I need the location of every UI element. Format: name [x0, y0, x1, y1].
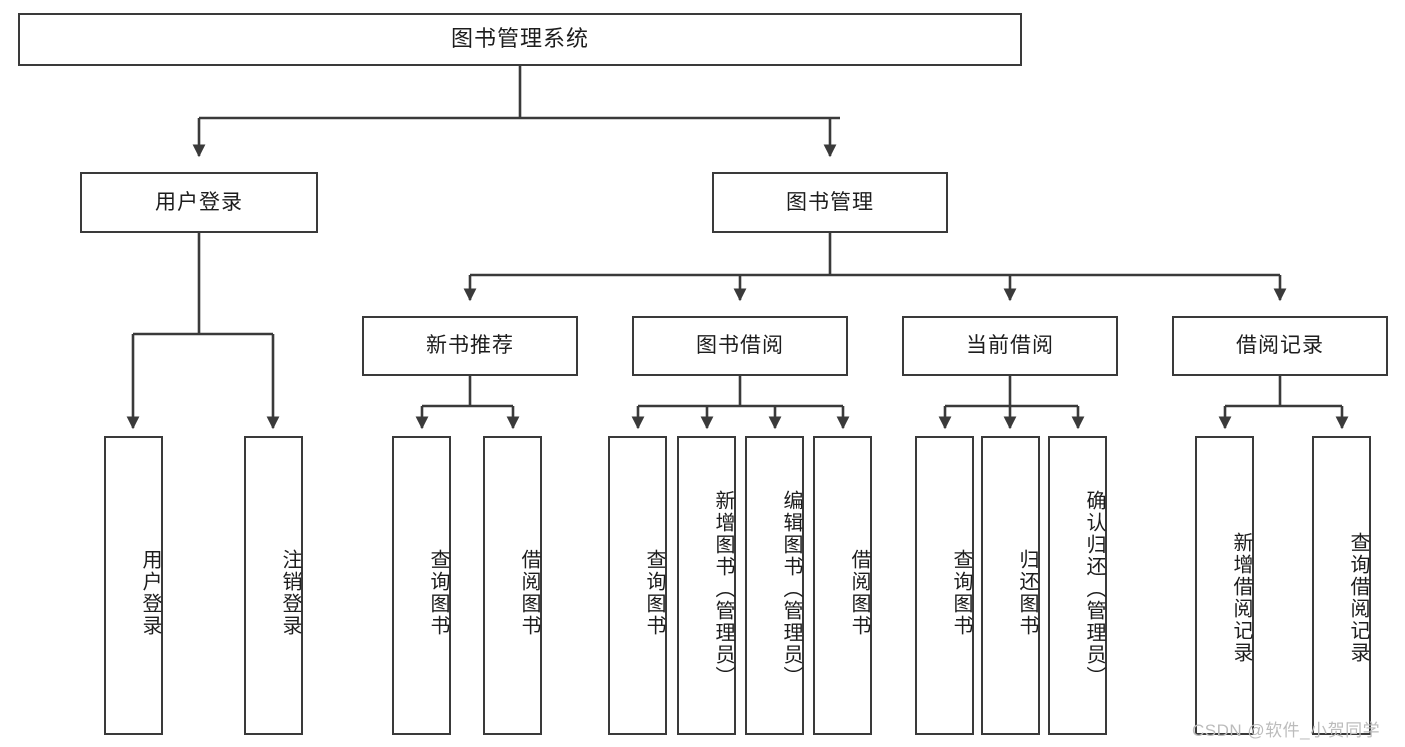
node-label: 确认归还（管理员）: [1083, 489, 1105, 688]
node-book-borrow[interactable]: 图书借阅: [632, 316, 848, 376]
node-label: 用户登录: [155, 190, 243, 214]
leaf-borrow-add-book-admin[interactable]: 新增图书（管理员）: [677, 436, 736, 735]
node-label: 图书借阅: [696, 334, 784, 358]
leaf-record-add-record[interactable]: 新增借阅记录: [1195, 436, 1254, 735]
node-label: 查询图书: [427, 548, 449, 637]
leaf-user-login-signin[interactable]: 用户登录: [104, 436, 163, 735]
node-user-login[interactable]: 用户登录: [80, 172, 318, 233]
node-current-borrow[interactable]: 当前借阅: [902, 316, 1118, 376]
leaf-recommend-query-book[interactable]: 查询图书: [392, 436, 451, 735]
node-label: 查询借阅记录: [1347, 531, 1369, 664]
node-label: 新增图书（管理员）: [712, 489, 734, 688]
node-label: 查询图书: [950, 548, 972, 637]
node-label: 编辑图书（管理员）: [780, 489, 802, 688]
leaf-borrow-edit-book-admin[interactable]: 编辑图书（管理员）: [745, 436, 804, 735]
node-label: 注销登录: [279, 548, 301, 637]
node-label: 当前借阅: [966, 334, 1054, 358]
node-label: 查询图书: [643, 548, 665, 637]
leaf-recommend-borrow-book[interactable]: 借阅图书: [483, 436, 542, 735]
leaf-borrow-borrow-book[interactable]: 借阅图书: [813, 436, 872, 735]
node-label: 用户登录: [139, 548, 161, 637]
node-label: 新书推荐: [426, 334, 514, 358]
leaf-record-query-record[interactable]: 查询借阅记录: [1312, 436, 1371, 735]
node-root-system[interactable]: 图书管理系统: [18, 13, 1022, 66]
node-label: 归还图书: [1016, 548, 1038, 637]
node-label: 新增借阅记录: [1230, 531, 1252, 664]
node-label: 借阅记录: [1236, 334, 1324, 358]
node-label: 图书管理系统: [450, 26, 589, 52]
leaf-borrow-query-book[interactable]: 查询图书: [608, 436, 667, 735]
node-label: 借阅图书: [518, 548, 540, 637]
node-book-management[interactable]: 图书管理: [712, 172, 948, 233]
leaf-user-login-signout[interactable]: 注销登录: [244, 436, 303, 735]
node-label: 图书管理: [786, 190, 874, 214]
leaf-current-return-book[interactable]: 归还图书: [981, 436, 1040, 735]
node-borrow-record[interactable]: 借阅记录: [1172, 316, 1388, 376]
leaf-current-confirm-return-admin[interactable]: 确认归还（管理员）: [1048, 436, 1107, 735]
node-label: 借阅图书: [848, 548, 870, 637]
node-new-book-recommend[interactable]: 新书推荐: [362, 316, 578, 376]
leaf-current-query-book[interactable]: 查询图书: [915, 436, 974, 735]
